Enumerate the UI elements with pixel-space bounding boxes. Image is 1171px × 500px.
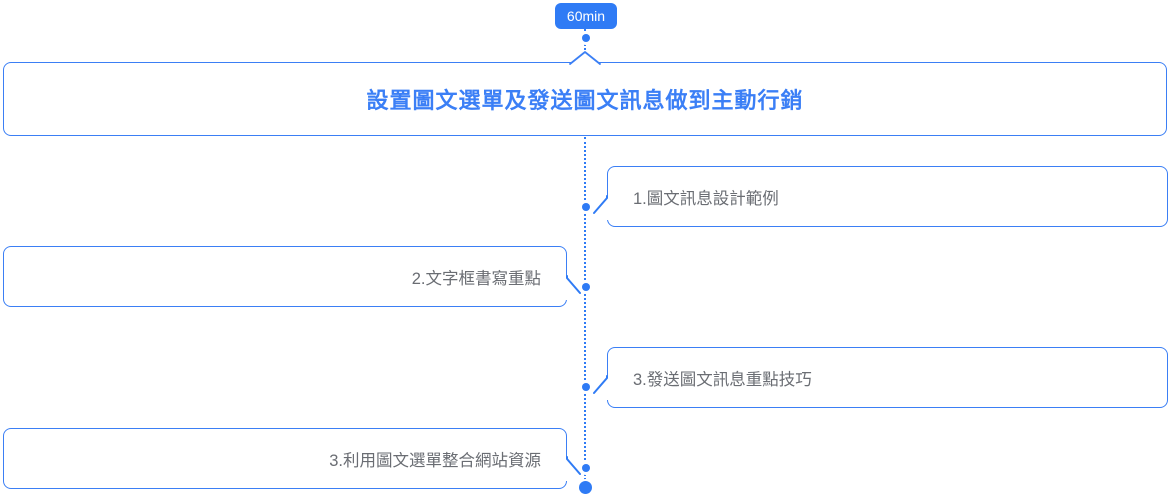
timeline-dot [582, 203, 590, 211]
timeline-dot [582, 383, 590, 391]
subtopic-label: 3.利用圖文選單整合網站資源 [329, 451, 541, 470]
timeline-dot [582, 464, 590, 472]
connector-line-top [584, 29, 586, 61]
main-topic-node[interactable]: 設置圖文選單及發送圖文訊息做到主動行銷 [3, 62, 1167, 136]
subtopic-node-2[interactable]: 2.文字框書寫重點 [3, 246, 567, 307]
title-caret-connector [569, 51, 601, 65]
subtopic-node-4[interactable]: 3.利用圖文選單整合網站資源 [3, 428, 567, 489]
main-topic-title: 設置圖文選單及發送圖文訊息做到主動行銷 [366, 88, 804, 113]
subtopic-node-3[interactable]: 3.發送圖文訊息重點技巧 [607, 347, 1168, 408]
timeline-line [584, 137, 586, 488]
item-connector [593, 195, 610, 220]
subtopic-label: 3.發送圖文訊息重點技巧 [633, 370, 812, 389]
subtopic-label: 2.文字框書寫重點 [411, 269, 541, 288]
item-connector [565, 456, 581, 481]
item-connector [593, 375, 610, 400]
timeline-dot [582, 34, 590, 42]
duration-badge[interactable]: 60min [555, 3, 617, 29]
timeline-dot [582, 283, 590, 291]
timeline-end-dot [579, 481, 592, 494]
subtopic-label: 1.圖文訊息設計範例 [633, 189, 779, 208]
item-connector [565, 275, 581, 300]
subtopic-node-1[interactable]: 1.圖文訊息設計範例 [607, 166, 1168, 227]
